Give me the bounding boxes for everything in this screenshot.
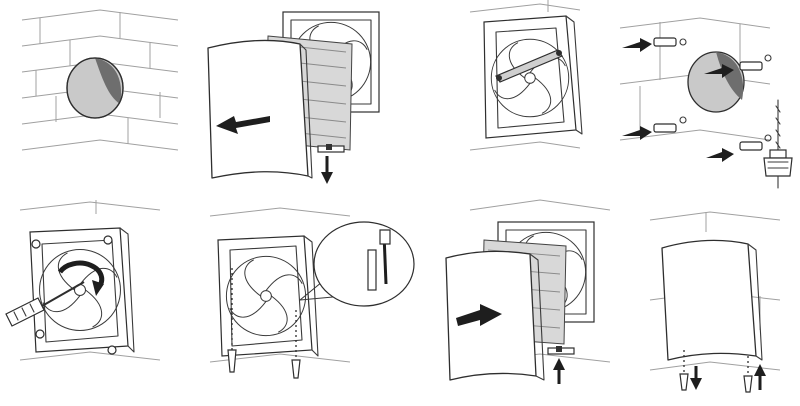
attach-front-panel-icon bbox=[456, 304, 502, 326]
screw bbox=[107, 345, 117, 355]
drill-dowels-icon bbox=[622, 37, 793, 189]
step-3-frame-level bbox=[469, 0, 583, 151]
brick-wall bbox=[469, 0, 581, 151]
dowel bbox=[739, 54, 772, 71]
final-assembly-icon bbox=[661, 239, 766, 393]
screw bbox=[35, 329, 45, 339]
dowel bbox=[739, 134, 772, 151]
screwdriver-mount-icon bbox=[5, 227, 135, 355]
latch-clip bbox=[317, 144, 345, 153]
brick-wall bbox=[19, 200, 161, 361]
screw bbox=[227, 349, 237, 373]
dowel bbox=[653, 116, 687, 133]
step-8-final-assembly bbox=[649, 211, 781, 393]
up-arrow-icon bbox=[754, 364, 766, 390]
down-arrow-icon bbox=[321, 156, 333, 184]
frame-level-icon bbox=[483, 15, 583, 139]
screw bbox=[31, 239, 41, 249]
up-arrow-icon bbox=[553, 358, 565, 384]
latch-clip bbox=[547, 346, 575, 355]
screw bbox=[291, 359, 301, 379]
wall-opening bbox=[687, 51, 745, 113]
screw bbox=[743, 375, 753, 393]
screwdriver bbox=[5, 281, 85, 327]
magnified-callout bbox=[313, 221, 415, 307]
drill bbox=[763, 99, 793, 189]
brick-wall bbox=[619, 17, 771, 141]
screw bbox=[103, 235, 113, 245]
down-arrow-icon bbox=[690, 366, 702, 390]
step-2-remove-panel bbox=[207, 12, 379, 184]
front-panel bbox=[207, 39, 313, 179]
step-4-drill-dowels bbox=[619, 17, 793, 189]
step-1-wall-opening bbox=[21, 9, 179, 151]
screw bbox=[679, 373, 689, 391]
step-6-wiring-detail bbox=[209, 207, 415, 379]
wiring-detail-icon bbox=[217, 221, 415, 379]
step-5-screwdriver-mount bbox=[5, 200, 161, 361]
step-7-attach-panel bbox=[445, 199, 611, 384]
wall-opening-icon bbox=[66, 57, 124, 119]
remove-front-panel-icon bbox=[216, 116, 270, 134]
dowel bbox=[653, 37, 687, 47]
